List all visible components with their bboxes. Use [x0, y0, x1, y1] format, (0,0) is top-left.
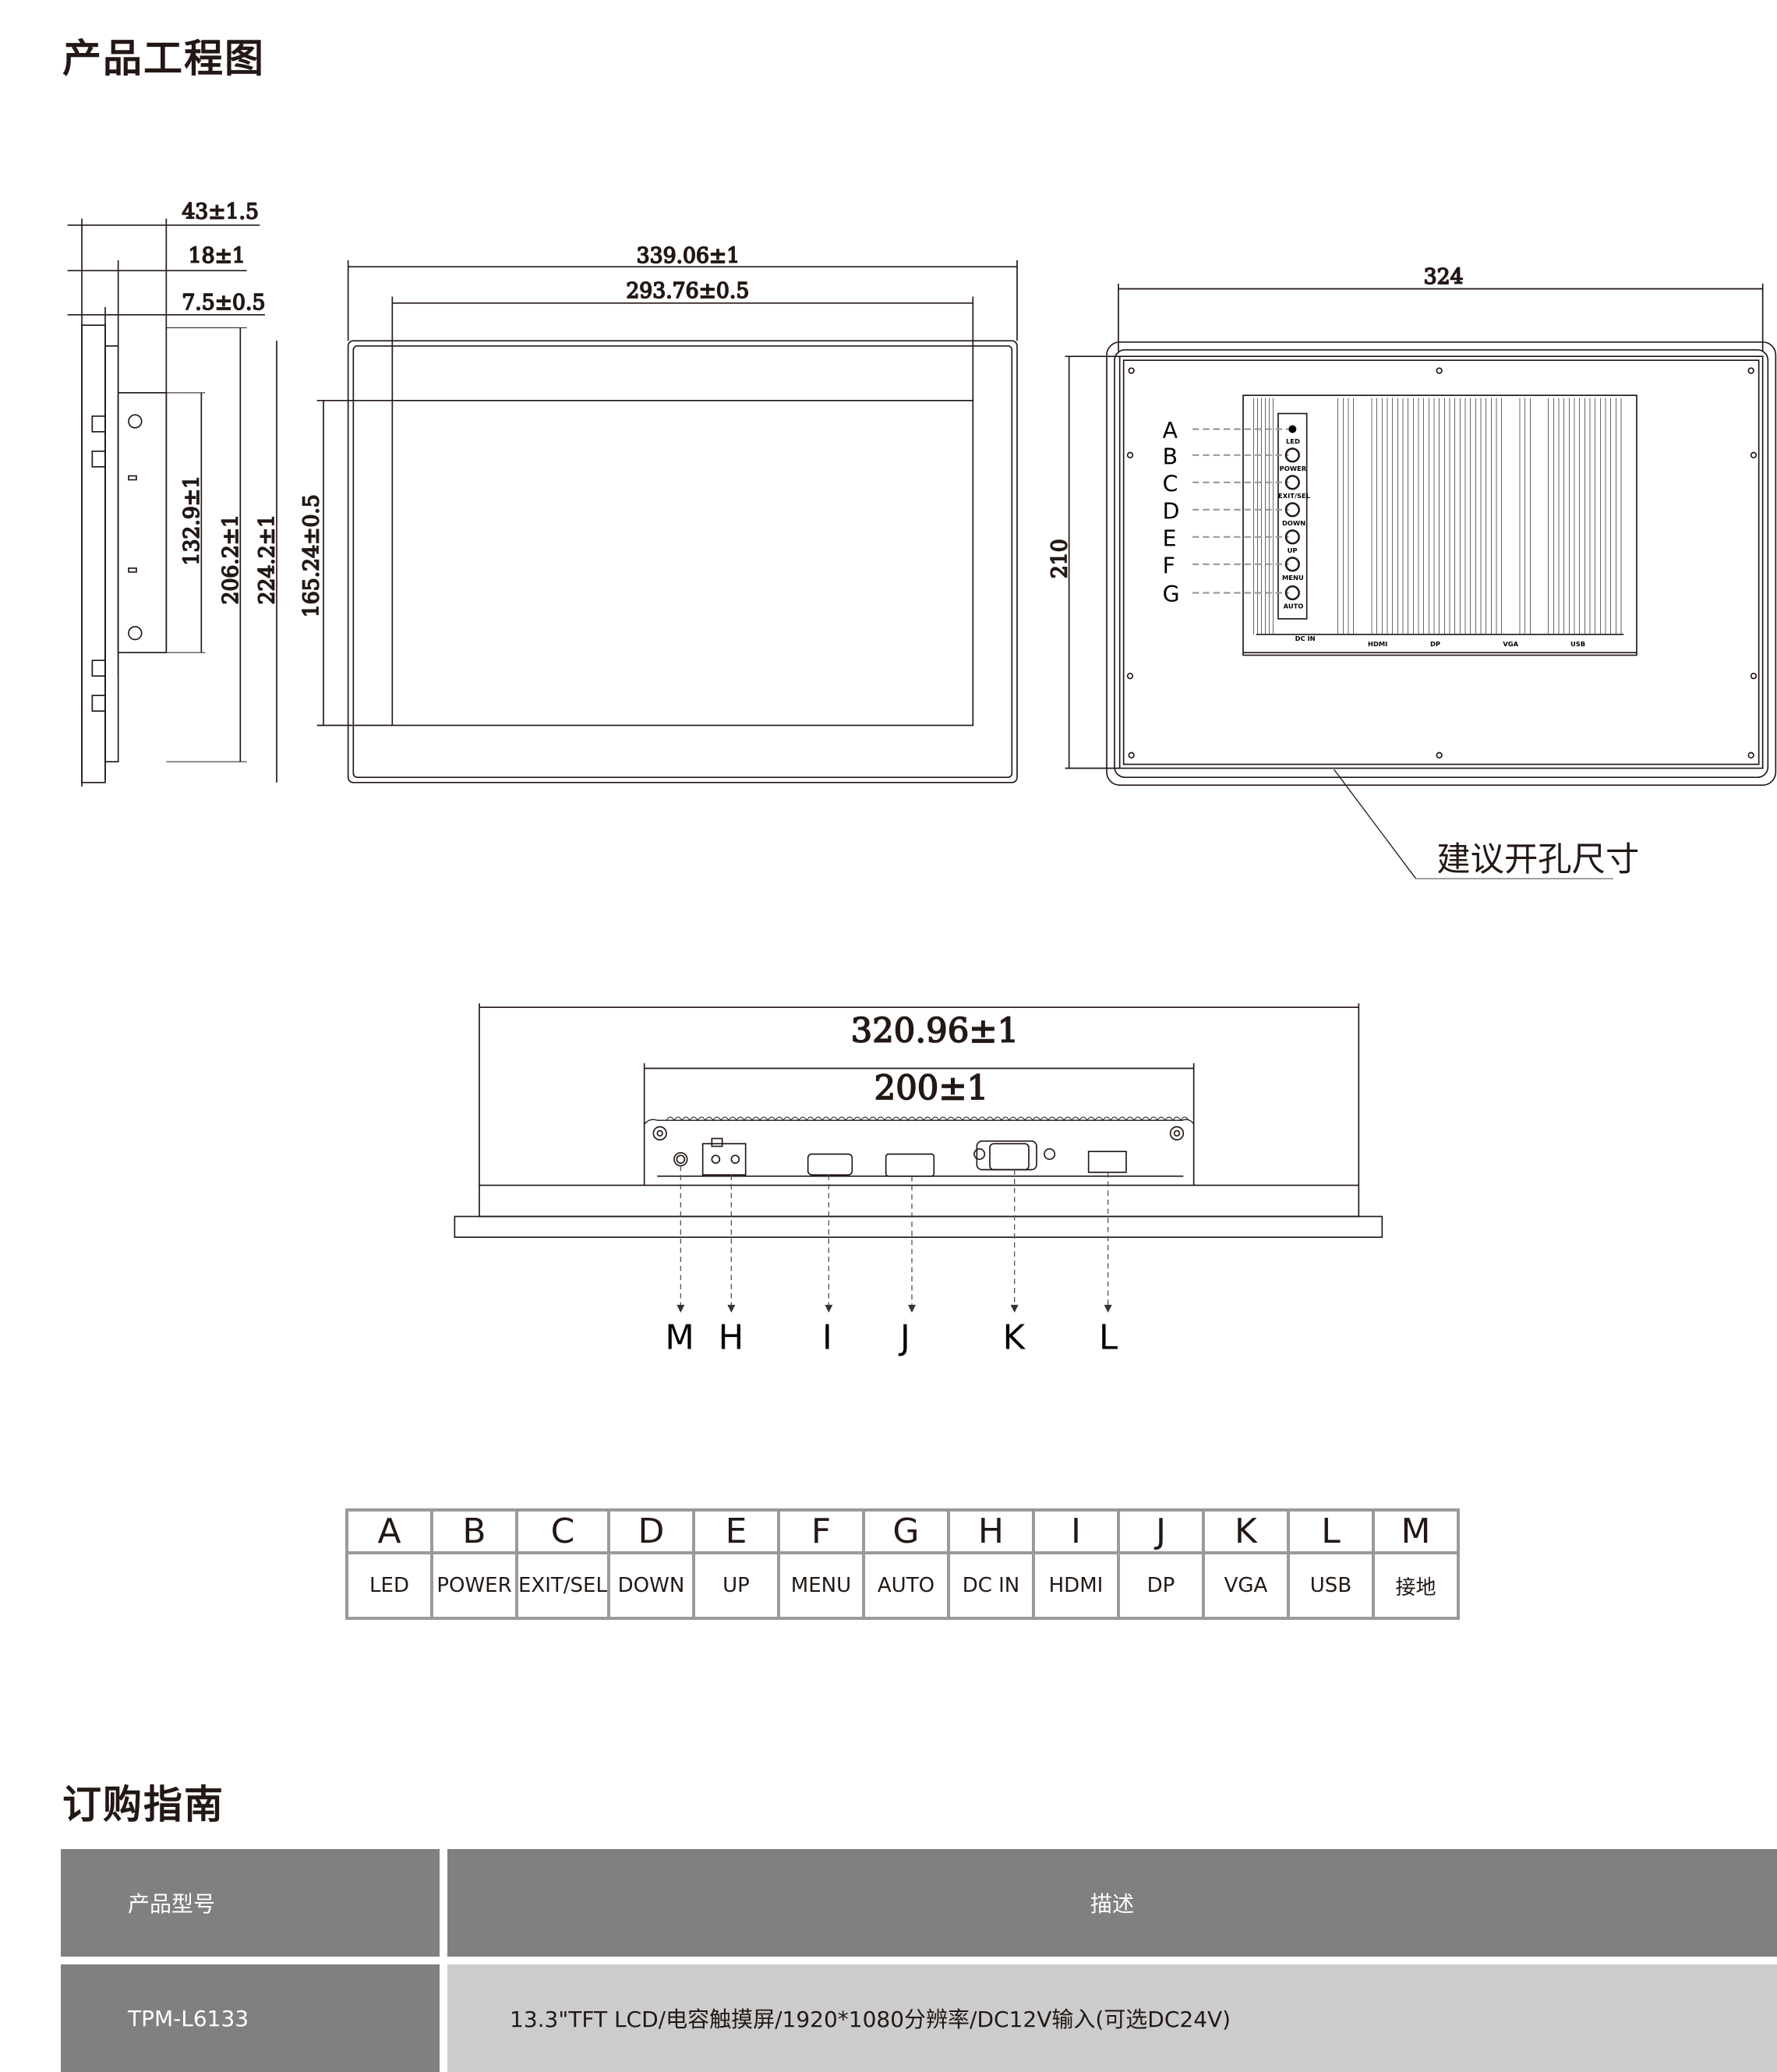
- port-name: EXIT/SEL: [515, 1551, 610, 1620]
- port-name: DC IN: [946, 1551, 1035, 1620]
- bottom-view: M H I J K L 320.96±1 200±1: [454, 1003, 1383, 1358]
- button-callouts: A B C D E F G LED POWER EXIT/SEL DOWN UP…: [1163, 418, 1311, 610]
- callout-l: L: [1099, 1319, 1118, 1358]
- callout-c: C: [1163, 472, 1178, 497]
- dim-front-width: 339.06±1: [637, 244, 740, 268]
- port-key: A: [345, 1508, 433, 1554]
- side-view: 43±1.5 18±1 7.5±0.5 132.9±1 206.2±1 224.…: [67, 200, 280, 787]
- port-name: 接地: [1371, 1551, 1460, 1620]
- dim-bottom-width: 320.96±1: [851, 1012, 1019, 1051]
- port-key: H: [946, 1508, 1035, 1554]
- button-label-menu: MENU: [1282, 574, 1304, 582]
- callout-d: D: [1163, 499, 1180, 525]
- ordering-guide-title: 订购指南: [62, 1782, 224, 1827]
- dim-cutout-height: 210: [1047, 539, 1072, 578]
- port-name: POWER: [430, 1551, 518, 1620]
- port-name: DP: [1116, 1551, 1205, 1620]
- dim-inner-height: 206.2±1: [219, 514, 243, 605]
- port-key: J: [1116, 1508, 1205, 1554]
- button-label-led: LED: [1286, 437, 1300, 445]
- button-label-down: DOWN: [1282, 519, 1305, 527]
- rear-view: DC IN HDMI DP VGA USB: [1047, 264, 1777, 879]
- port-name: MENU: [776, 1551, 865, 1620]
- port-name: HDMI: [1031, 1551, 1120, 1620]
- button-label-up: UP: [1288, 546, 1298, 554]
- port-key: G: [861, 1508, 950, 1554]
- port-label-hdmi: HDMI: [1368, 640, 1387, 648]
- dim-screen-height: 165.24±0.5: [299, 494, 323, 617]
- row-description: 13.3"TFT LCD/电容触摸屏/1920*1080分辨率/DC12V输入(…: [447, 1964, 1777, 2072]
- port-key: B: [430, 1508, 518, 1554]
- cutout-label: 建议开孔尺寸: [1436, 840, 1639, 879]
- engineering-drawing-title: 产品工程图: [62, 36, 265, 81]
- dim-depth-bezel: 18±1: [189, 244, 246, 268]
- callout-g: G: [1163, 582, 1180, 607]
- callout-m: M: [665, 1319, 694, 1358]
- dim-depth-frame: 7.5±0.5: [182, 291, 265, 315]
- button-label-power: POWER: [1280, 465, 1307, 472]
- port-label-dp: DP: [1430, 640, 1440, 648]
- port-key: D: [606, 1508, 695, 1554]
- port-legend-table: A B C D E F G H I J K L M LED POWER EXIT…: [345, 1508, 1460, 1620]
- button-label-exitsel: EXIT/SEL: [1278, 492, 1311, 500]
- port-key: F: [776, 1508, 865, 1554]
- port-label-dcin: DC IN: [1295, 635, 1316, 642]
- callout-b: B: [1163, 444, 1178, 470]
- port-key: C: [515, 1508, 610, 1554]
- dim-cutout-width: 324: [1424, 265, 1464, 289]
- button-label-auto: AUTO: [1284, 603, 1304, 610]
- callout-j: J: [898, 1319, 910, 1358]
- dim-box-width: 200±1: [874, 1070, 989, 1108]
- port-key: K: [1201, 1508, 1290, 1554]
- port-label-usb: USB: [1570, 640, 1585, 648]
- callout-h: H: [719, 1319, 744, 1358]
- callout-e: E: [1163, 526, 1177, 552]
- port-name: USB: [1286, 1551, 1375, 1620]
- port-key: M: [1371, 1508, 1460, 1554]
- header-model: 产品型号: [61, 1849, 440, 1957]
- callout-i: I: [822, 1319, 832, 1358]
- callout-k: K: [1003, 1319, 1026, 1358]
- port-name: AUTO: [861, 1551, 950, 1620]
- port-label-vga: VGA: [1503, 640, 1518, 648]
- port-name: UP: [691, 1551, 780, 1620]
- header-description: 描述: [447, 1849, 1777, 1957]
- port-name: LED: [345, 1551, 433, 1620]
- row-model: TPM-L6133: [61, 1964, 440, 2072]
- port-key: L: [1286, 1508, 1375, 1554]
- dim-depth-total: 43±1.5: [182, 200, 259, 225]
- port-key: I: [1031, 1508, 1120, 1554]
- port-key: E: [691, 1508, 780, 1554]
- dim-screen-width: 293.76±0.5: [626, 279, 749, 303]
- callout-f: F: [1163, 553, 1175, 579]
- dim-outer-height: 224.2±1: [256, 514, 280, 605]
- port-name: VGA: [1201, 1551, 1290, 1620]
- dim-bracket-height: 132.9±1: [180, 476, 204, 566]
- port-key-row: A B C D E F G H I J K L M: [345, 1508, 1460, 1554]
- port-name-row: LED POWER EXIT/SEL DOWN UP MENU AUTO DC …: [345, 1551, 1460, 1620]
- front-view: 339.06±1 293.76±0.5 165.24±0.5: [299, 243, 1018, 783]
- port-name: DOWN: [606, 1551, 695, 1620]
- callout-a: A: [1163, 418, 1178, 444]
